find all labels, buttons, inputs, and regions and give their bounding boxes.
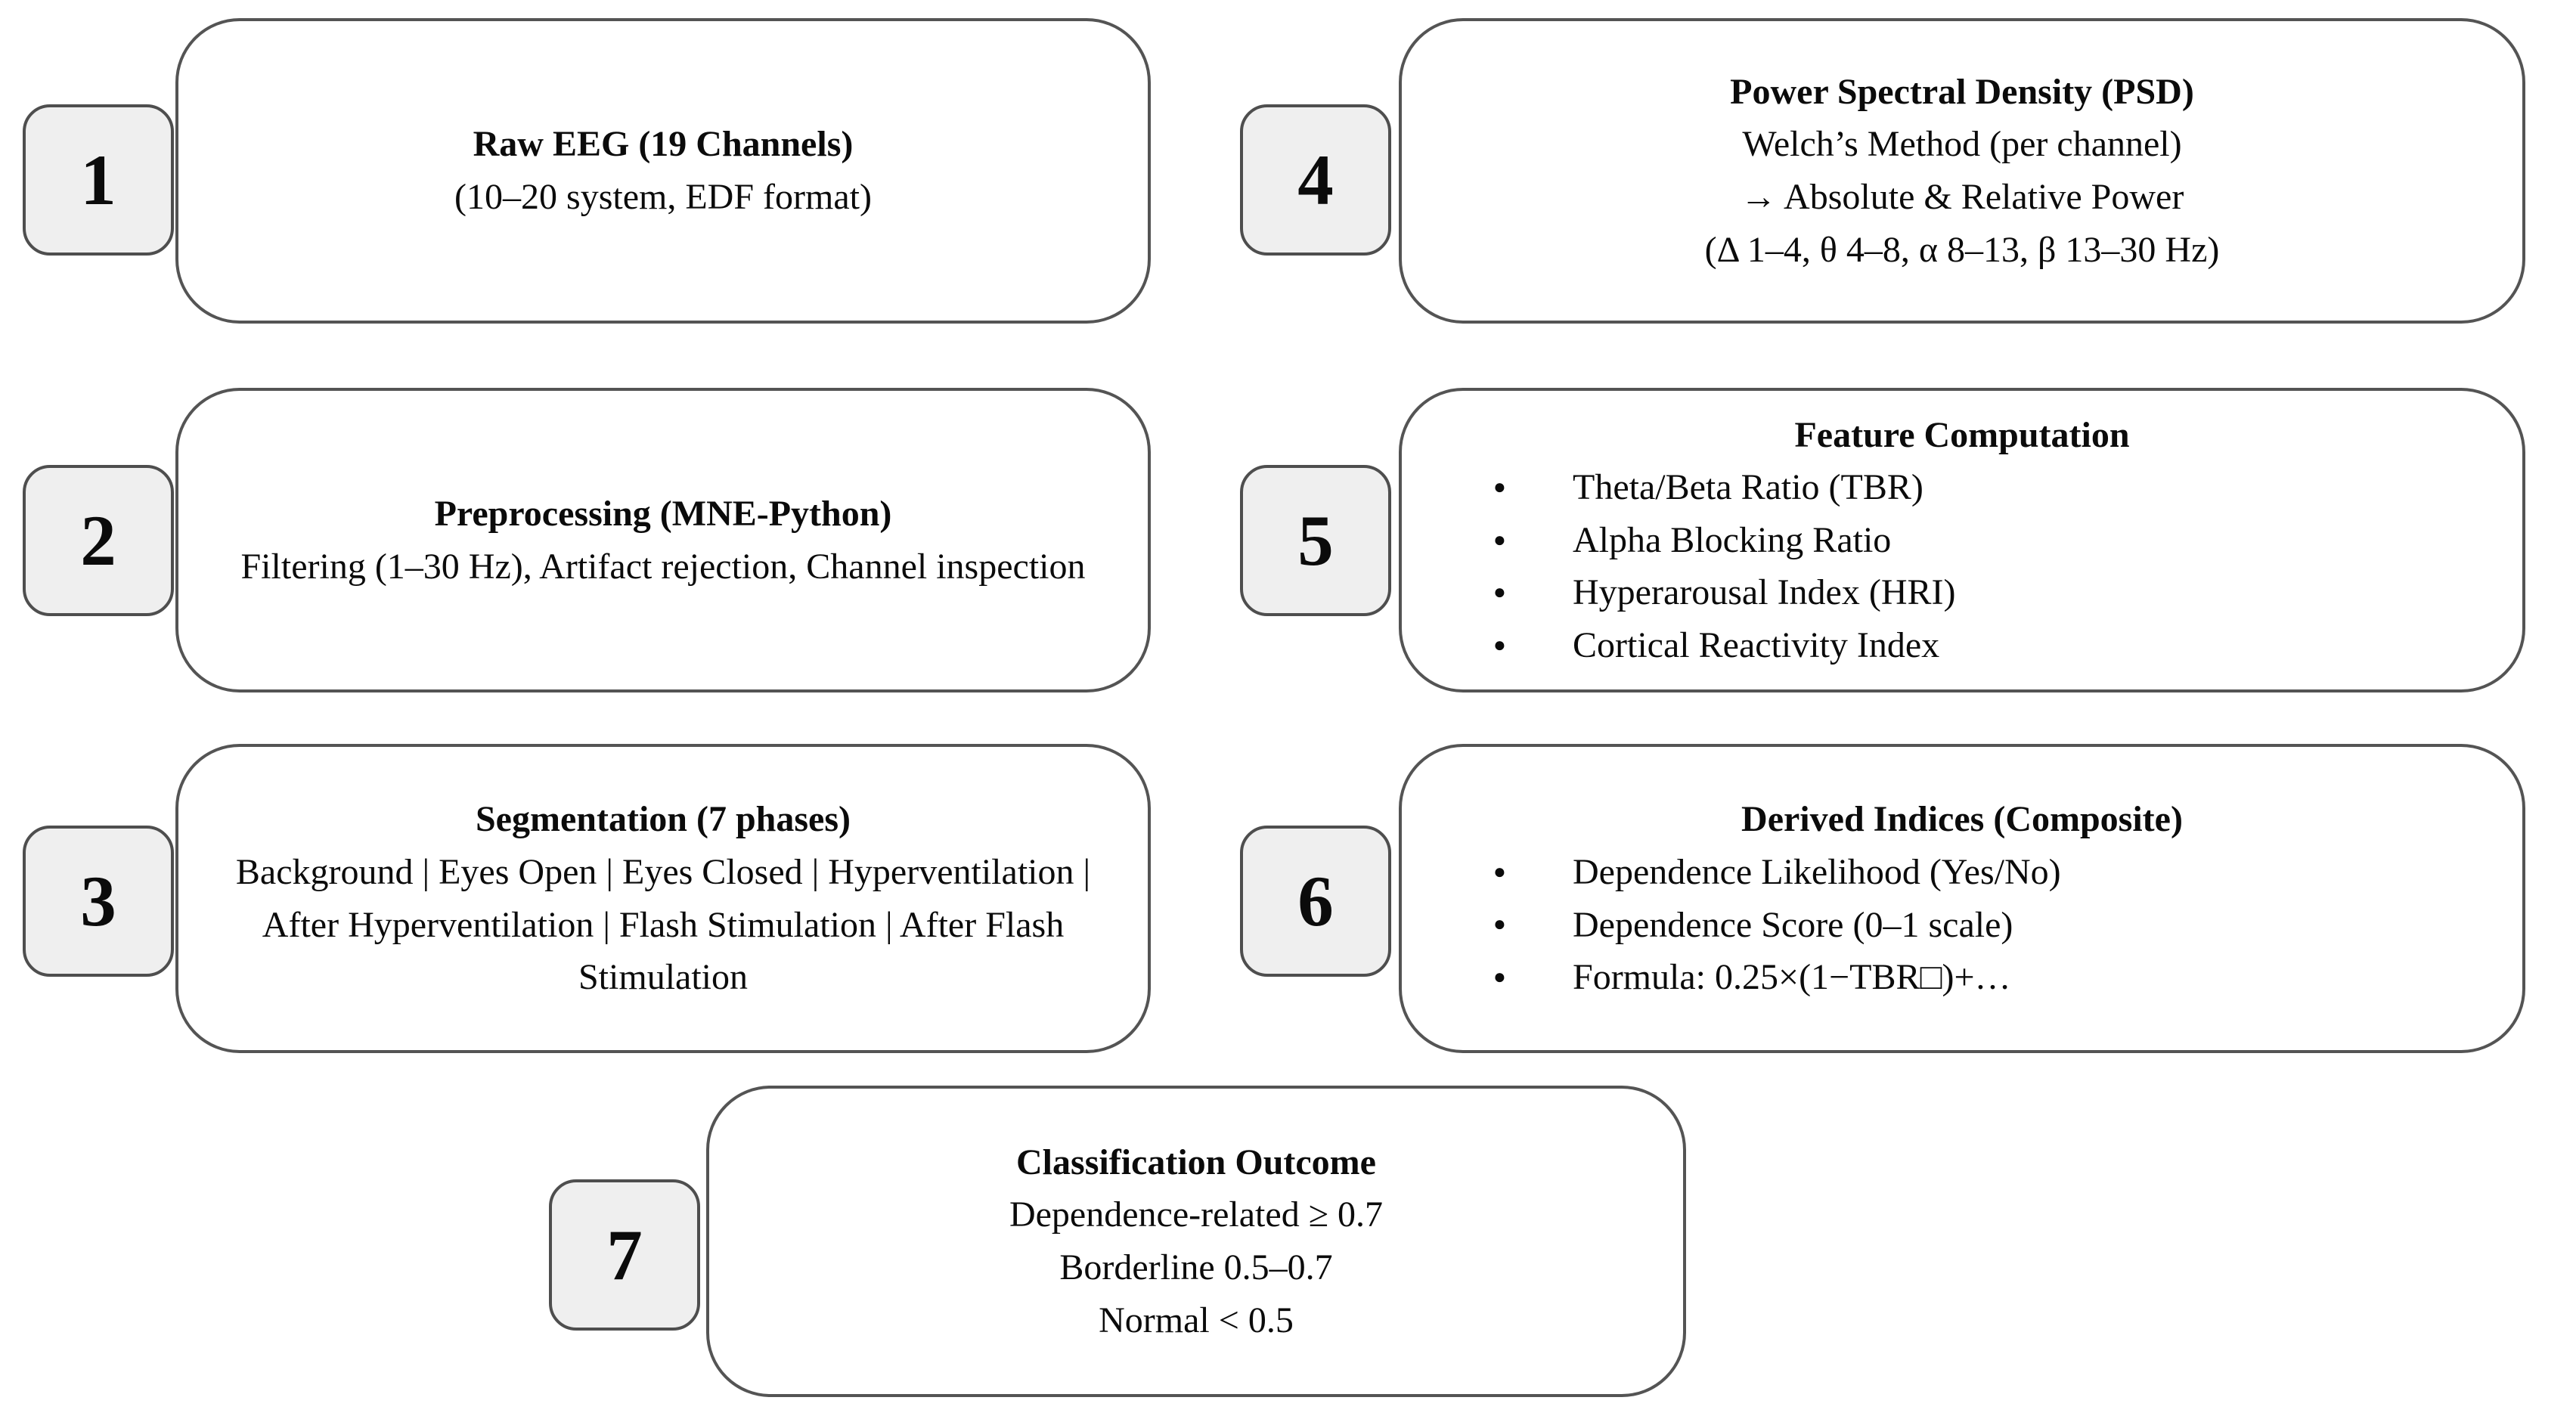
step-6-box-derived-indices: Derived Indices (Composite) Dependence L…	[1399, 744, 2525, 1053]
step-6-number-badge: 6	[1240, 826, 1391, 977]
step-7-number-badge: 7	[549, 1179, 700, 1331]
step-4-line: → Absolute & Relative Power	[1740, 177, 2184, 217]
bullet-item: Theta/Beta Ratio (TBR)	[1493, 461, 2431, 514]
step-4-box-psd: Power Spectral Density (PSD) Welch’s Met…	[1399, 18, 2525, 324]
step-7-line: Normal < 0.5	[1099, 1300, 1294, 1340]
bullet-item: Alpha Blocking Ratio	[1493, 514, 2431, 567]
step-1-number: 1	[80, 140, 116, 220]
step-3-line: Background | Eyes Open | Eyes Closed | H…	[235, 851, 1091, 998]
bullet-item: Dependence Likelihood (Yes/No)	[1493, 846, 2431, 899]
step-4-title: Power Spectral Density (PSD)	[1730, 71, 2194, 112]
step-2-number-badge: 2	[23, 465, 174, 616]
step-7-line: Borderline 0.5–0.7	[1059, 1247, 1333, 1287]
step-2-box-preprocessing: Preprocessing (MNE-Python) Filtering (1–…	[175, 388, 1151, 692]
bullet-item: Dependence Score (0–1 scale)	[1493, 899, 2431, 952]
step-7-box-classification-outcome: Classification Outcome Dependence-relate…	[706, 1086, 1686, 1397]
step-1-box-raw-eeg: Raw EEG (19 Channels) (10–20 system, EDF…	[175, 18, 1151, 324]
bullet-item: Hyperarousal Index (HRI)	[1493, 566, 2431, 619]
step-5-number: 5	[1297, 500, 1334, 581]
bullet-item: Formula: 0.25×(1−TBR□)+…	[1493, 951, 2431, 1004]
step-6-title: Derived Indices (Composite)	[1741, 799, 2183, 840]
step-1-number-badge: 1	[23, 104, 174, 256]
step-3-title: Segmentation (7 phases)	[475, 799, 851, 840]
step-7-line: Dependence-related ≥ 0.7	[1009, 1194, 1384, 1235]
step-4-line: (Δ 1–4, θ 4–8, α 8–13, β 13–30 Hz)	[1704, 229, 2220, 270]
step-5-title: Feature Computation	[1794, 414, 2130, 455]
step-1-line: (10–20 system, EDF format)	[454, 177, 872, 217]
step-2-title: Preprocessing (MNE-Python)	[434, 493, 892, 534]
step-6-bullet-list: Dependence Likelihood (Yes/No) Dependenc…	[1493, 846, 2431, 1004]
step-5-number-badge: 5	[1240, 465, 1391, 616]
step-4-number: 4	[1297, 140, 1334, 220]
step-3-number-badge: 3	[23, 826, 174, 977]
step-3-number: 3	[80, 861, 116, 941]
step-2-line: Filtering (1–30 Hz), Artifact rejection,…	[240, 546, 1086, 587]
step-4-number-badge: 4	[1240, 104, 1391, 256]
step-7-title: Classification Outcome	[1016, 1142, 1376, 1182]
step-2-number: 2	[80, 500, 116, 581]
step-5-bullet-list: Theta/Beta Ratio (TBR) Alpha Blocking Ra…	[1493, 461, 2431, 671]
step-3-box-segmentation: Segmentation (7 phases) Background | Eye…	[175, 744, 1151, 1053]
step-4-line: Welch’s Method (per channel)	[1742, 124, 2182, 165]
step-5-box-feature-computation: Feature Computation Theta/Beta Ratio (TB…	[1399, 388, 2525, 692]
step-7-number: 7	[606, 1215, 643, 1295]
step-6-number: 6	[1297, 861, 1334, 941]
step-1-title: Raw EEG (19 Channels)	[473, 124, 854, 165]
bullet-item: Cortical Reactivity Index	[1493, 619, 2431, 672]
